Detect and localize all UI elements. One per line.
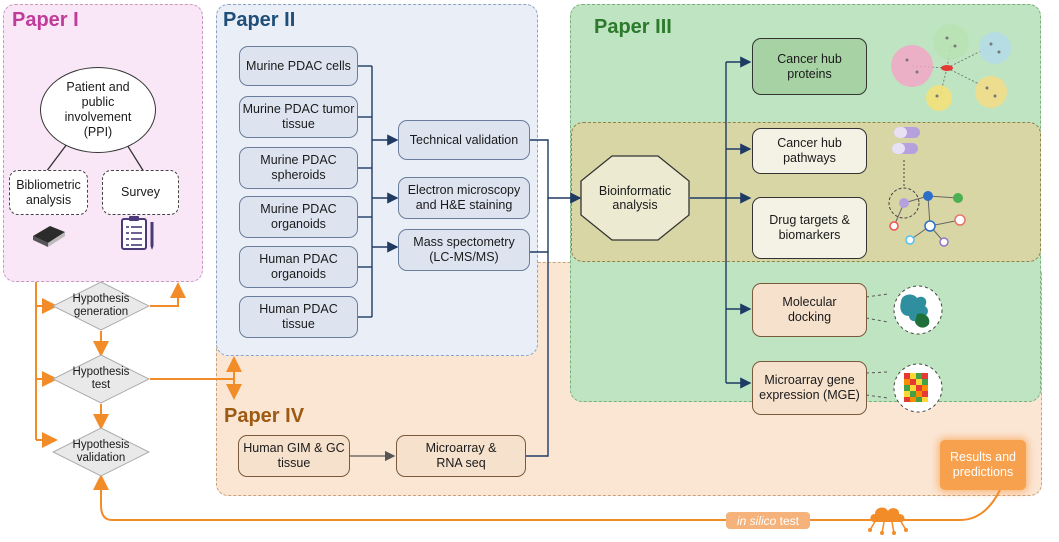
- drug-targets-biomarkers-box: Drug targets & biomarkers: [752, 197, 867, 259]
- paper2-title: Paper II: [223, 9, 296, 31]
- pill-icon: [892, 127, 920, 154]
- hypothesis-validation-diamond: Hypothesis validation: [52, 427, 150, 477]
- method-mass-spectometry: Mass spectometry (LC-MS/MS): [398, 229, 530, 271]
- sample-human-pdac-tissue: Human PDAC tissue: [239, 296, 358, 338]
- method-electron-microscopy: Electron microscopy and H&E staining: [398, 177, 530, 219]
- in-silico-text: in silico: [736, 513, 777, 528]
- hypothesis-test-label: Hypothesis test: [72, 365, 130, 391]
- sample-murine-pdac-spheroids: Murine PDAC spheroids: [239, 147, 358, 189]
- protein-structure-icon: [893, 285, 943, 335]
- sample-murine-pdac-tumor-tissue: Murine PDAC tumor tissue: [239, 96, 358, 138]
- paper1-title: Paper I: [12, 9, 79, 31]
- microarray-rna-seq-box: Microarray & RNA seq: [396, 435, 526, 477]
- results-predictions-box: Results and predictions: [940, 440, 1026, 490]
- method-technical-validation: Technical validation: [398, 120, 530, 160]
- hypothesis-generation-label: Hypothesis generation: [72, 292, 130, 318]
- protein-network-icon: [891, 24, 1011, 111]
- sample-human-pdac-organoids: Human PDAC organoids: [239, 246, 358, 288]
- sample-murine-pdac-organoids: Murine PDAC organoids: [239, 196, 358, 238]
- molecular-docking-box: Molecular docking: [752, 283, 867, 337]
- test-text: test: [776, 513, 800, 528]
- microarray-gene-expression-box: Microarray gene expression (MGE): [752, 361, 867, 415]
- ppi-ellipse: Patient and public involvement (PPI): [40, 67, 156, 153]
- book-icon: [33, 226, 65, 247]
- survey-box: Survey: [102, 170, 179, 215]
- cancer-hub-proteins-box: Cancer hub proteins: [752, 38, 867, 95]
- sample-murine-pdac-cells: Murine PDAC cells: [239, 46, 358, 86]
- drug-target-graph-icon: [888, 160, 966, 247]
- bioinformatic-analysis-label: Bioinformatic analysis: [598, 183, 672, 212]
- hypothesis-test-diamond: Hypothesis test: [52, 354, 150, 404]
- cloud-computing-icon: [868, 507, 908, 535]
- clipboard-icon: [121, 216, 154, 250]
- bioinformatic-analysis-octagon: Bioinformatic analysis: [580, 155, 690, 241]
- cancer-hub-pathways-box: Cancer hub pathways: [752, 128, 867, 174]
- paper3-title: Paper III: [594, 16, 672, 38]
- hypothesis-validation-label: Hypothesis validation: [72, 438, 130, 464]
- hypothesis-generation-diamond: Hypothesis generation: [52, 281, 150, 331]
- paper4-title: Paper IV: [224, 405, 305, 427]
- heatmap-icon: [893, 363, 943, 413]
- human-gim-gc-tissue-box: Human GIM & GC tissue: [238, 435, 350, 477]
- in-silico-test-label: in silico test: [726, 512, 810, 529]
- bibliometric-analysis-box: Bibliometric analysis: [9, 170, 88, 215]
